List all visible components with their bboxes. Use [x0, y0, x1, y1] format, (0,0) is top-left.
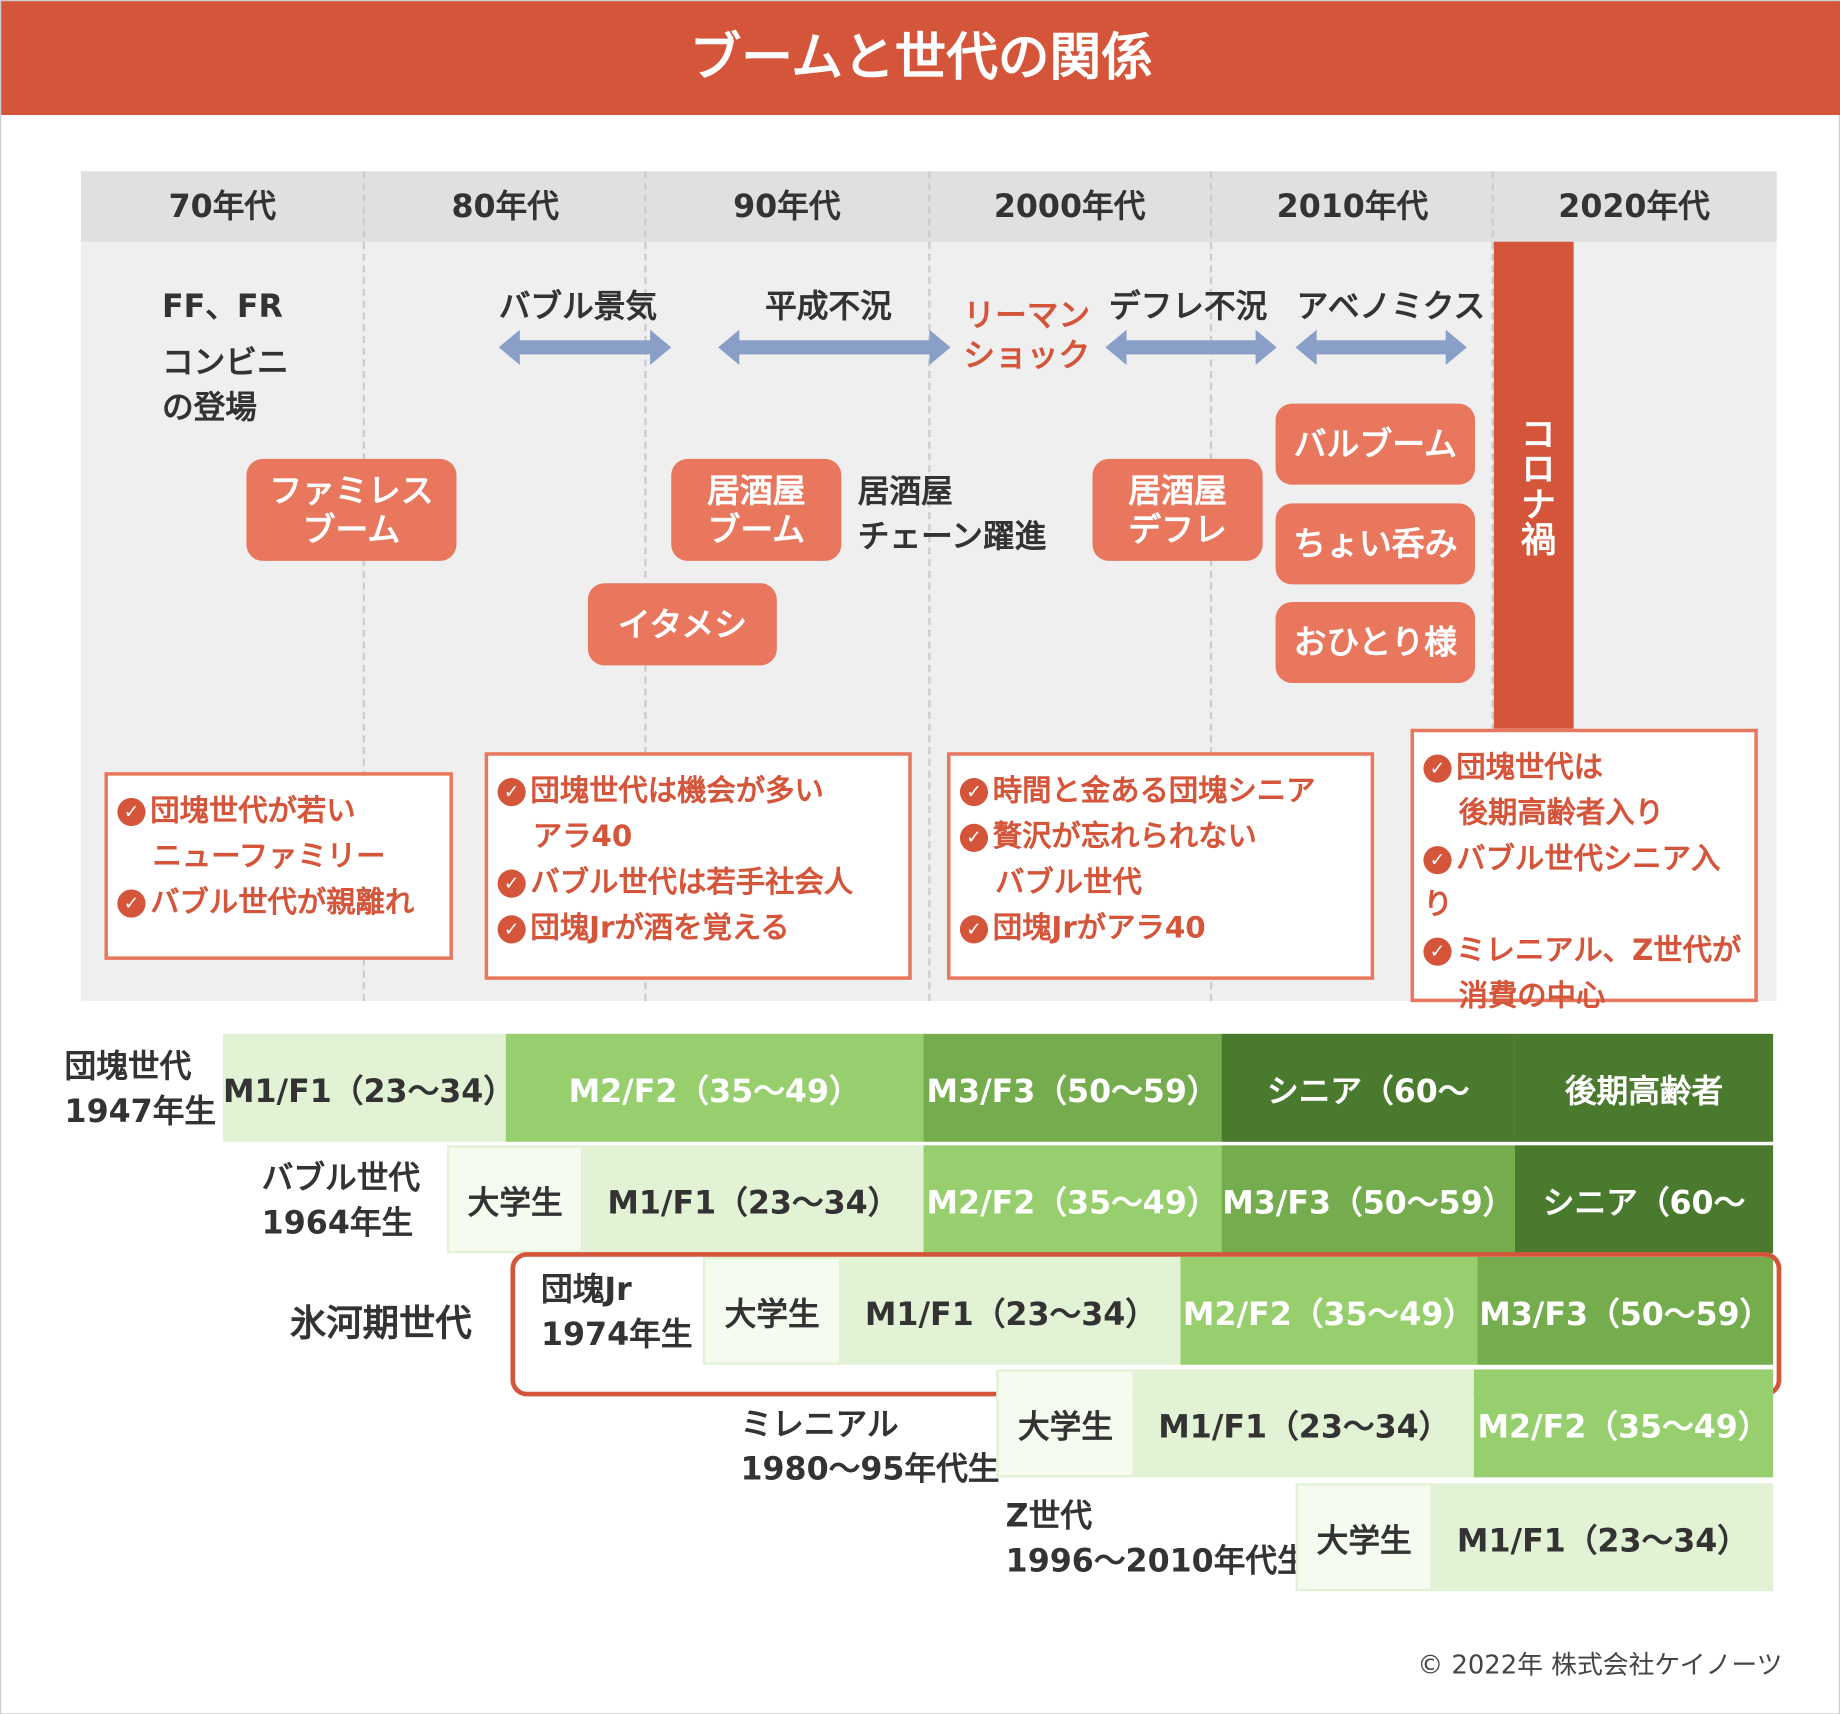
double-arrow-icon — [1295, 329, 1467, 365]
check-icon: ✓ — [117, 889, 146, 918]
event-ff-fr: FF、FR — [161, 288, 283, 326]
segment: 大学生 — [702, 1256, 842, 1365]
ice-age-generation-label: 氷河期世代 — [289, 1302, 472, 1345]
boom-ohitori: おひとり様 — [1275, 601, 1476, 683]
segment: シニア（60〜 — [1514, 1145, 1774, 1254]
generation-row-bubble: 大学生 M1/F1（23〜34） M2/F2（35〜49） M3/F3（50〜5… — [447, 1145, 1774, 1254]
boom-izakaya: 居酒屋ブーム — [671, 458, 842, 561]
check-icon: ✓ — [1423, 937, 1452, 966]
check-icon: ✓ — [959, 823, 989, 852]
segment: シニア（60〜 — [1221, 1033, 1515, 1142]
check-icon: ✓ — [1423, 754, 1452, 783]
boom-choinomi: ちょい呑み — [1275, 503, 1476, 585]
copyright: © 2022年 株式会社ケイノーツ — [1417, 1651, 1783, 1681]
boom-famires: ファミレスブーム — [246, 458, 457, 561]
segment: M1/F1（23〜34） — [1432, 1483, 1774, 1592]
decade-2010s: 2010年代 — [1276, 188, 1429, 226]
event-deflation: デフレ不況 — [1108, 288, 1268, 326]
boom-izakaya-deflation: 居酒屋デフレ — [1092, 458, 1263, 561]
event-convenience-store: コンビニの登場 — [161, 345, 289, 426]
segment: M1/F1（23〜34） — [583, 1145, 924, 1254]
segment: M3/F3（50〜59） — [1221, 1145, 1515, 1254]
check-icon: ✓ — [497, 778, 526, 807]
event-izakaya-chain: 居酒屋チェーン躍進 — [857, 474, 1047, 556]
segment: 後期高齢者 — [1514, 1033, 1774, 1142]
double-arrow-icon — [498, 329, 672, 365]
event-lehman-shock: リーマンショック — [963, 298, 1091, 375]
event-heisei-recession: 平成不況 — [765, 288, 892, 326]
decade-90s: 90年代 — [733, 188, 841, 226]
divider — [1491, 171, 1494, 1001]
event-abenomics: アベノミクス — [1296, 288, 1486, 326]
note-2020s: ✓団塊世代は 後期高齢者入り ✓バブル世代シニア入り ✓ミレニアル、Z世代が 消… — [1410, 728, 1758, 1013]
divider — [1209, 171, 1213, 1001]
segment: 大学生 — [996, 1369, 1135, 1478]
segment: 大学生 — [1295, 1483, 1433, 1592]
segment: M3/F3（50〜59） — [1477, 1256, 1774, 1365]
check-icon: ✓ — [497, 915, 526, 944]
segment: M1/F1（23〜34） — [841, 1256, 1181, 1365]
segment: M2/F2（35〜49） — [923, 1145, 1222, 1254]
segment: 大学生 — [447, 1145, 584, 1254]
double-arrow-icon — [1105, 329, 1277, 365]
double-arrow-icon — [718, 329, 951, 365]
decade-2020s: 2020年代 — [1558, 188, 1710, 226]
generation-row-millennial: 大学生 M1/F1（23〜34） M2/F2（35〜49） — [996, 1369, 1774, 1478]
page-title: ブームと世代の関係 — [1, 1, 1840, 116]
segment: M2/F2（35〜49） — [1473, 1369, 1774, 1478]
check-icon: ✓ — [959, 778, 989, 807]
corona-bar: コロナ禍 — [1493, 241, 1574, 729]
segment: M1/F1（23〜34） — [1134, 1369, 1474, 1478]
event-bubble: バブル景気 — [498, 288, 658, 326]
note-70s: ✓団塊世代が若い ニューファミリー ✓バブル世代が親離れ — [104, 772, 453, 960]
decade-80s: 80年代 — [451, 188, 559, 226]
divider — [362, 171, 365, 1001]
check-icon: ✓ — [1423, 846, 1452, 875]
divider — [928, 171, 931, 1001]
boom-itameshi: イタメシ — [587, 583, 777, 666]
note-80s-90s: ✓団塊世代は機会が多い アラ40 ✓バブル世代は若手社会人 ✓団塊Jrが酒を覚え… — [484, 752, 912, 980]
check-icon: ✓ — [497, 869, 526, 898]
generation-row-dankai-jr: 大学生 M1/F1（23〜34） M2/F2（35〜49） M3/F3（50〜5… — [702, 1256, 1774, 1365]
boom-bar: バルブーム — [1275, 403, 1476, 485]
decade-2000s: 2000年代 — [993, 188, 1146, 226]
generation-row-gen-z: 大学生 M1/F1（23〜34） — [1295, 1483, 1774, 1592]
segment: M2/F2（35〜49） — [505, 1033, 924, 1142]
check-icon: ✓ — [959, 915, 989, 944]
segment: M1/F1（23〜34） — [222, 1033, 515, 1142]
segment: M3/F3（50〜59） — [923, 1033, 1222, 1142]
generation-row-dankai: M1/F1（23〜34） M2/F2（35〜49） M3/F3（50〜59） シ… — [222, 1033, 1774, 1142]
note-2000s-2010s: ✓時間と金ある団塊シニア ✓贅沢が忘れられない バブル世代 ✓団塊Jrがアラ40 — [946, 752, 1375, 980]
segment: M2/F2（35〜49） — [1180, 1256, 1478, 1365]
check-icon: ✓ — [117, 797, 146, 827]
decade-70s: 70年代 — [168, 188, 277, 226]
